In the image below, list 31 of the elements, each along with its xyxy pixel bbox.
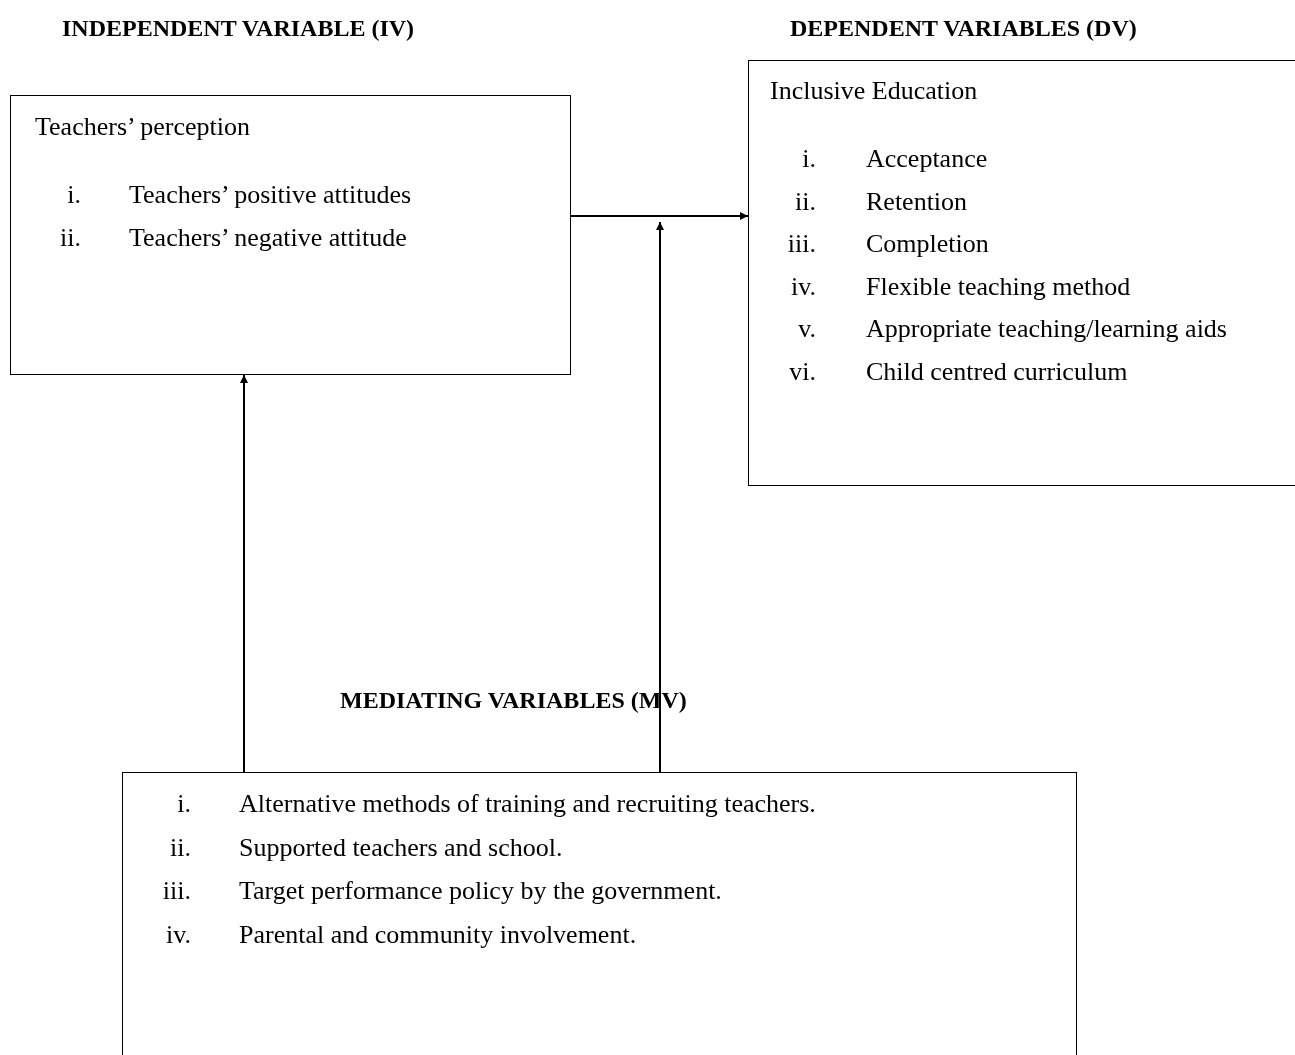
list-item: Completion	[866, 228, 990, 260]
list-number: i.	[176, 788, 191, 820]
section-heading: DEPENDENT VARIABLES (DV)	[790, 14, 1137, 43]
arrow	[240, 374, 248, 773]
list-item: Teachers’ positive attitudes	[129, 179, 413, 211]
list-item: Target performance policy by the government.	[239, 875, 723, 907]
list-number: i.	[801, 143, 816, 175]
box-title: Teachers’ perception	[35, 111, 250, 143]
list-item: Appropriate teaching/learning aids	[866, 313, 1228, 345]
list-number: ii.	[794, 185, 816, 218]
list-number: ii.	[59, 222, 81, 254]
list-item: Alternative methods of training and recruiting teachers.	[239, 788, 817, 820]
list-number: iii.	[161, 875, 191, 907]
section-heading: INDEPENDENT VARIABLE (IV)	[62, 14, 415, 43]
arrow	[656, 221, 664, 773]
list-item: Child centred curriculum	[866, 355, 1129, 388]
list-number: vi.	[788, 355, 816, 388]
list-number: iv.	[789, 270, 816, 303]
list-number: iii.	[786, 228, 816, 260]
list-item: Teachers’ negative attitude	[129, 222, 408, 254]
list-number: ii.	[169, 831, 191, 864]
list-item: Acceptance	[866, 143, 989, 175]
list-item: Supported teachers and school.	[239, 831, 564, 864]
arrow	[570, 212, 749, 220]
list-number: v.	[797, 313, 816, 345]
list-item: Parental and community involvement.	[239, 918, 638, 951]
list-number: i.	[66, 179, 81, 211]
box-title: Inclusive Education	[770, 75, 978, 107]
list-number: iv.	[164, 918, 191, 951]
list-item: Flexible teaching method	[866, 270, 1132, 303]
list-item: Retention	[866, 185, 969, 218]
